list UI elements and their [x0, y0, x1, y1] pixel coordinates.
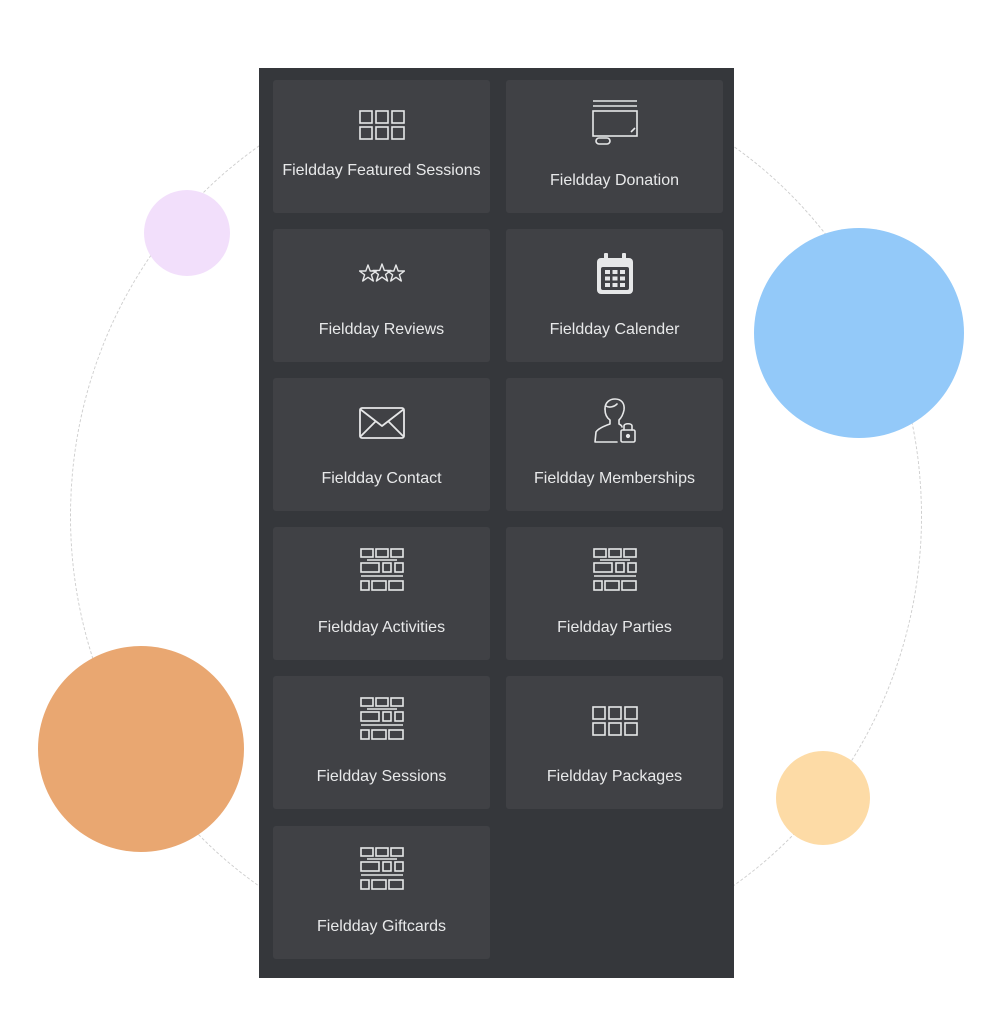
widget-label: Fieldday Donation	[550, 172, 679, 189]
widget-label: Fieldday Calender	[549, 321, 680, 338]
donation-box-icon	[506, 98, 723, 148]
decorative-bubble-orange	[38, 646, 244, 852]
widget-reviews[interactable]: Fieldday Reviews	[273, 229, 490, 362]
user-lock-icon	[506, 396, 723, 446]
widget-packages[interactable]: Fieldday Packages	[506, 676, 723, 809]
widget-label: Fieldday Parties	[557, 619, 672, 636]
decorative-bubble-peach	[776, 751, 870, 845]
blocks-icon	[273, 694, 490, 744]
widget-label: Fieldday Sessions	[316, 768, 447, 785]
grid-icon	[273, 100, 490, 150]
calendar-icon	[506, 249, 723, 299]
envelope-icon	[273, 398, 490, 448]
widget-calender[interactable]: Fieldday Calender	[506, 229, 723, 362]
widget-donation[interactable]: Fieldday Donation	[506, 80, 723, 213]
widget-label: Fieldday Contact	[321, 470, 442, 487]
widget-label: Fieldday Activities	[317, 619, 446, 636]
widget-parties[interactable]: Fieldday Parties	[506, 527, 723, 660]
widget-label: Fieldday Featured Sessions	[282, 162, 481, 179]
blocks-icon	[506, 545, 723, 595]
widget-contact[interactable]: Fieldday Contact	[273, 378, 490, 511]
blocks-icon	[273, 844, 490, 894]
widget-featured-sessions[interactable]: Fieldday Featured Sessions	[273, 80, 490, 213]
widget-label: Fieldday Memberships	[534, 470, 695, 487]
widget-giftcards[interactable]: Fieldday Giftcards	[273, 826, 490, 959]
widget-label: Fieldday Giftcards	[317, 918, 446, 935]
decorative-bubble-blue	[754, 228, 964, 438]
widget-label: Fieldday Reviews	[318, 321, 445, 338]
widget-label: Fieldday Packages	[546, 768, 683, 785]
stars-icon	[273, 249, 490, 299]
widgets-panel: Fieldday Featured Sessions Fieldday Dona…	[259, 68, 734, 978]
widget-activities[interactable]: Fieldday Activities	[273, 527, 490, 660]
grid-icon	[506, 696, 723, 746]
decorative-bubble-lilac	[144, 190, 230, 276]
widget-memberships[interactable]: Fieldday Memberships	[506, 378, 723, 511]
widget-sessions[interactable]: Fieldday Sessions	[273, 676, 490, 809]
blocks-icon	[273, 545, 490, 595]
